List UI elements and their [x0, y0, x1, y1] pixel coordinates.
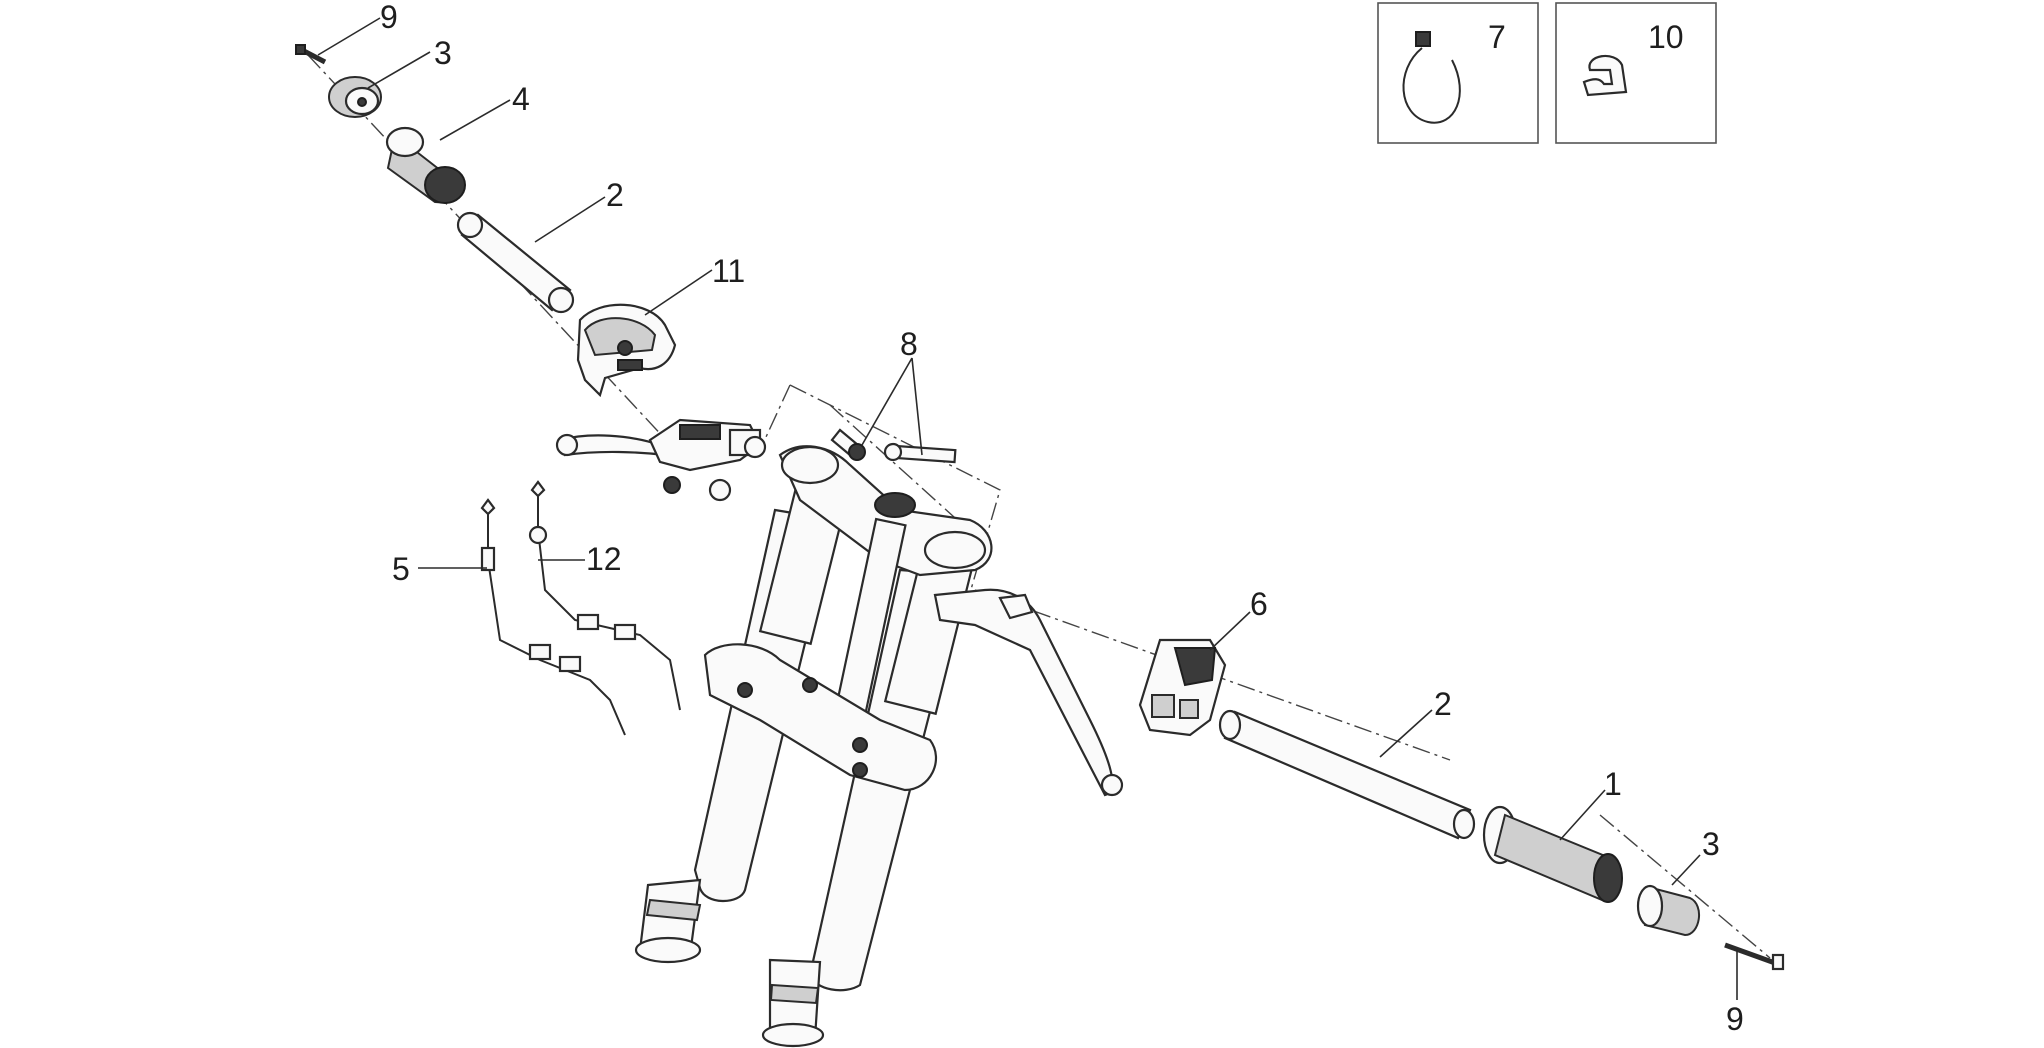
handlebar-tube-upper [456, 211, 575, 314]
callout-9-upper: 9 [380, 0, 398, 35]
callout-8: 8 [900, 326, 918, 362]
callout-3-upper: 3 [434, 35, 452, 71]
left-grip [385, 126, 466, 204]
clutch-lever-assembly [555, 418, 767, 502]
cable-part-12 [528, 480, 681, 711]
cable-tie-icon [1402, 47, 1461, 124]
callout-6: 6 [1250, 586, 1268, 622]
bolts-part-8 [830, 428, 957, 464]
clip-icon [1582, 54, 1628, 97]
callout-3-lower: 3 [1702, 826, 1720, 862]
callout-4: 4 [512, 81, 530, 117]
bar-end-weight-lower [1636, 884, 1700, 937]
callout-7: 7 [1488, 19, 1506, 55]
front-fork-and-triple-clamp [634, 445, 993, 1048]
brake-lever-assembly [933, 588, 1124, 797]
inset-box-part-10 [1555, 2, 1717, 144]
callout-9-lower: 9 [1726, 1001, 1744, 1037]
bar-end-weight-upper [328, 76, 382, 118]
callout-2-upper: 2 [606, 177, 624, 213]
inset-box-part-7 [1377, 2, 1539, 144]
handlebar-tube-lower [1218, 709, 1476, 840]
callout-labels: 9 3 4 2 11 8 7 10 5 12 6 2 1 3 9 [380, 0, 1744, 1037]
callout-2-lower: 2 [1434, 686, 1452, 722]
switch-housing-right [1138, 638, 1227, 737]
screw-lower [1724, 942, 1785, 971]
cable-tie-head-icon [1415, 31, 1431, 47]
screw-upper [295, 44, 327, 65]
throttle-housing [576, 303, 677, 398]
callout-12: 12 [586, 541, 622, 577]
callout-11: 11 [712, 253, 745, 289]
callout-10: 10 [1648, 19, 1684, 55]
callout-1: 1 [1604, 766, 1622, 802]
leader-lines [317, 17, 1738, 1000]
cable-part-5 [480, 498, 626, 736]
callout-5: 5 [392, 551, 410, 587]
assembly-axes [307, 54, 1771, 959]
right-grip [1482, 805, 1623, 903]
